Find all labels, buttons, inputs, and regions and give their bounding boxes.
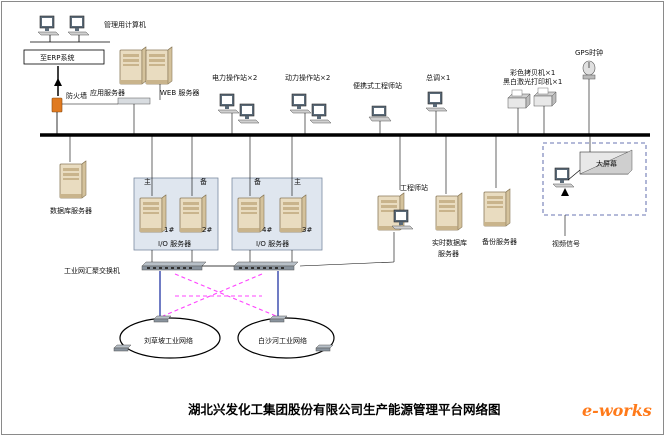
switch-right-icon [233,261,299,271]
dispatch-icon [425,91,448,112]
erp-box [23,49,105,65]
realtime-db-icon [435,192,463,231]
db-server-label: 数据库服务器 [50,206,92,215]
io-server-1-icon [139,194,167,233]
mgmt-computers [37,15,90,36]
big-screen-area [542,142,647,216]
switch-left-icon [141,261,207,271]
gps-clock-icon [582,60,596,80]
web-server-label: WEB 服务器 [160,88,199,97]
app-server-icon [119,46,147,85]
big-screen-label: 大屏幕 [596,159,617,168]
dispatch-label: 总调×1 [426,73,450,82]
eng-station-icon [391,209,414,230]
primary-label-2: 主 [294,177,301,186]
erp-label: 至ERP系统 [40,53,75,62]
dynamic-station-icons [289,93,332,124]
backup-server-label: 备份服务器 [482,237,517,246]
realtime-db-label-2: 服务器 [438,249,459,258]
srv1-label: 1# [164,226,174,234]
ring-2 [237,317,335,359]
web-server-icon [145,46,173,85]
power-station-label: 电力操作站×2 [212,73,257,82]
redundant-links [162,273,277,317]
gps-label: GPS时钟 [575,48,603,57]
io-server-label-2: I/O 服务器 [256,239,289,248]
realtime-db-label-1: 实时数据库 [432,238,467,247]
power-station-icons [217,93,260,124]
db-server-icon [59,160,87,199]
watermark-logo: e-works [582,401,652,420]
ring2-node-2 [315,344,334,352]
video-label: 视频信号 [552,239,580,248]
mgmt-computers-label: 管理用计算机 [104,20,146,29]
color-printer-icon [507,89,531,109]
ring1-node-1 [153,315,172,323]
io-server-4-icon [237,194,265,233]
io-server-label-1: I/O 服务器 [158,239,191,248]
firewall-label: 防火墙 [66,91,87,100]
app-server-label: 应用服务器 [90,88,125,97]
firewall-icon [51,97,63,113]
ring2-node-1 [269,315,288,323]
srv2-label: 2# [202,226,212,234]
laser-printer-icon [533,87,557,107]
hub-icon [117,97,151,105]
printers-label-1: 彩色拷贝机×1 [510,68,555,77]
diagram-title: 湖北兴发化工集团股份有限公司生产能源管理平台网络图 [188,402,501,417]
eng-station-label: 工程师站 [400,183,428,192]
switch-label: 工业网汇聚交换机 [64,266,120,275]
srv3-label: 3# [302,226,312,234]
printers-label-2: 黑白激光打印机×1 [503,77,562,86]
backup-label-2: 备 [254,177,261,186]
srv4-label: 4# [262,226,272,234]
ring1-label: 刘草坡工业网络 [144,336,193,345]
laptop-icon [368,105,392,122]
laptop-label: 便携式工程师站 [353,81,402,90]
dynamic-station-label: 动力操作站×2 [285,73,330,82]
backup-label-1: 备 [200,177,207,186]
primary-label-1: 主 [144,177,151,186]
backup-server-icon [483,188,511,227]
ring1-node-2 [113,344,132,352]
ring-1 [119,317,221,359]
ring2-label: 白沙河工业网络 [258,336,307,345]
